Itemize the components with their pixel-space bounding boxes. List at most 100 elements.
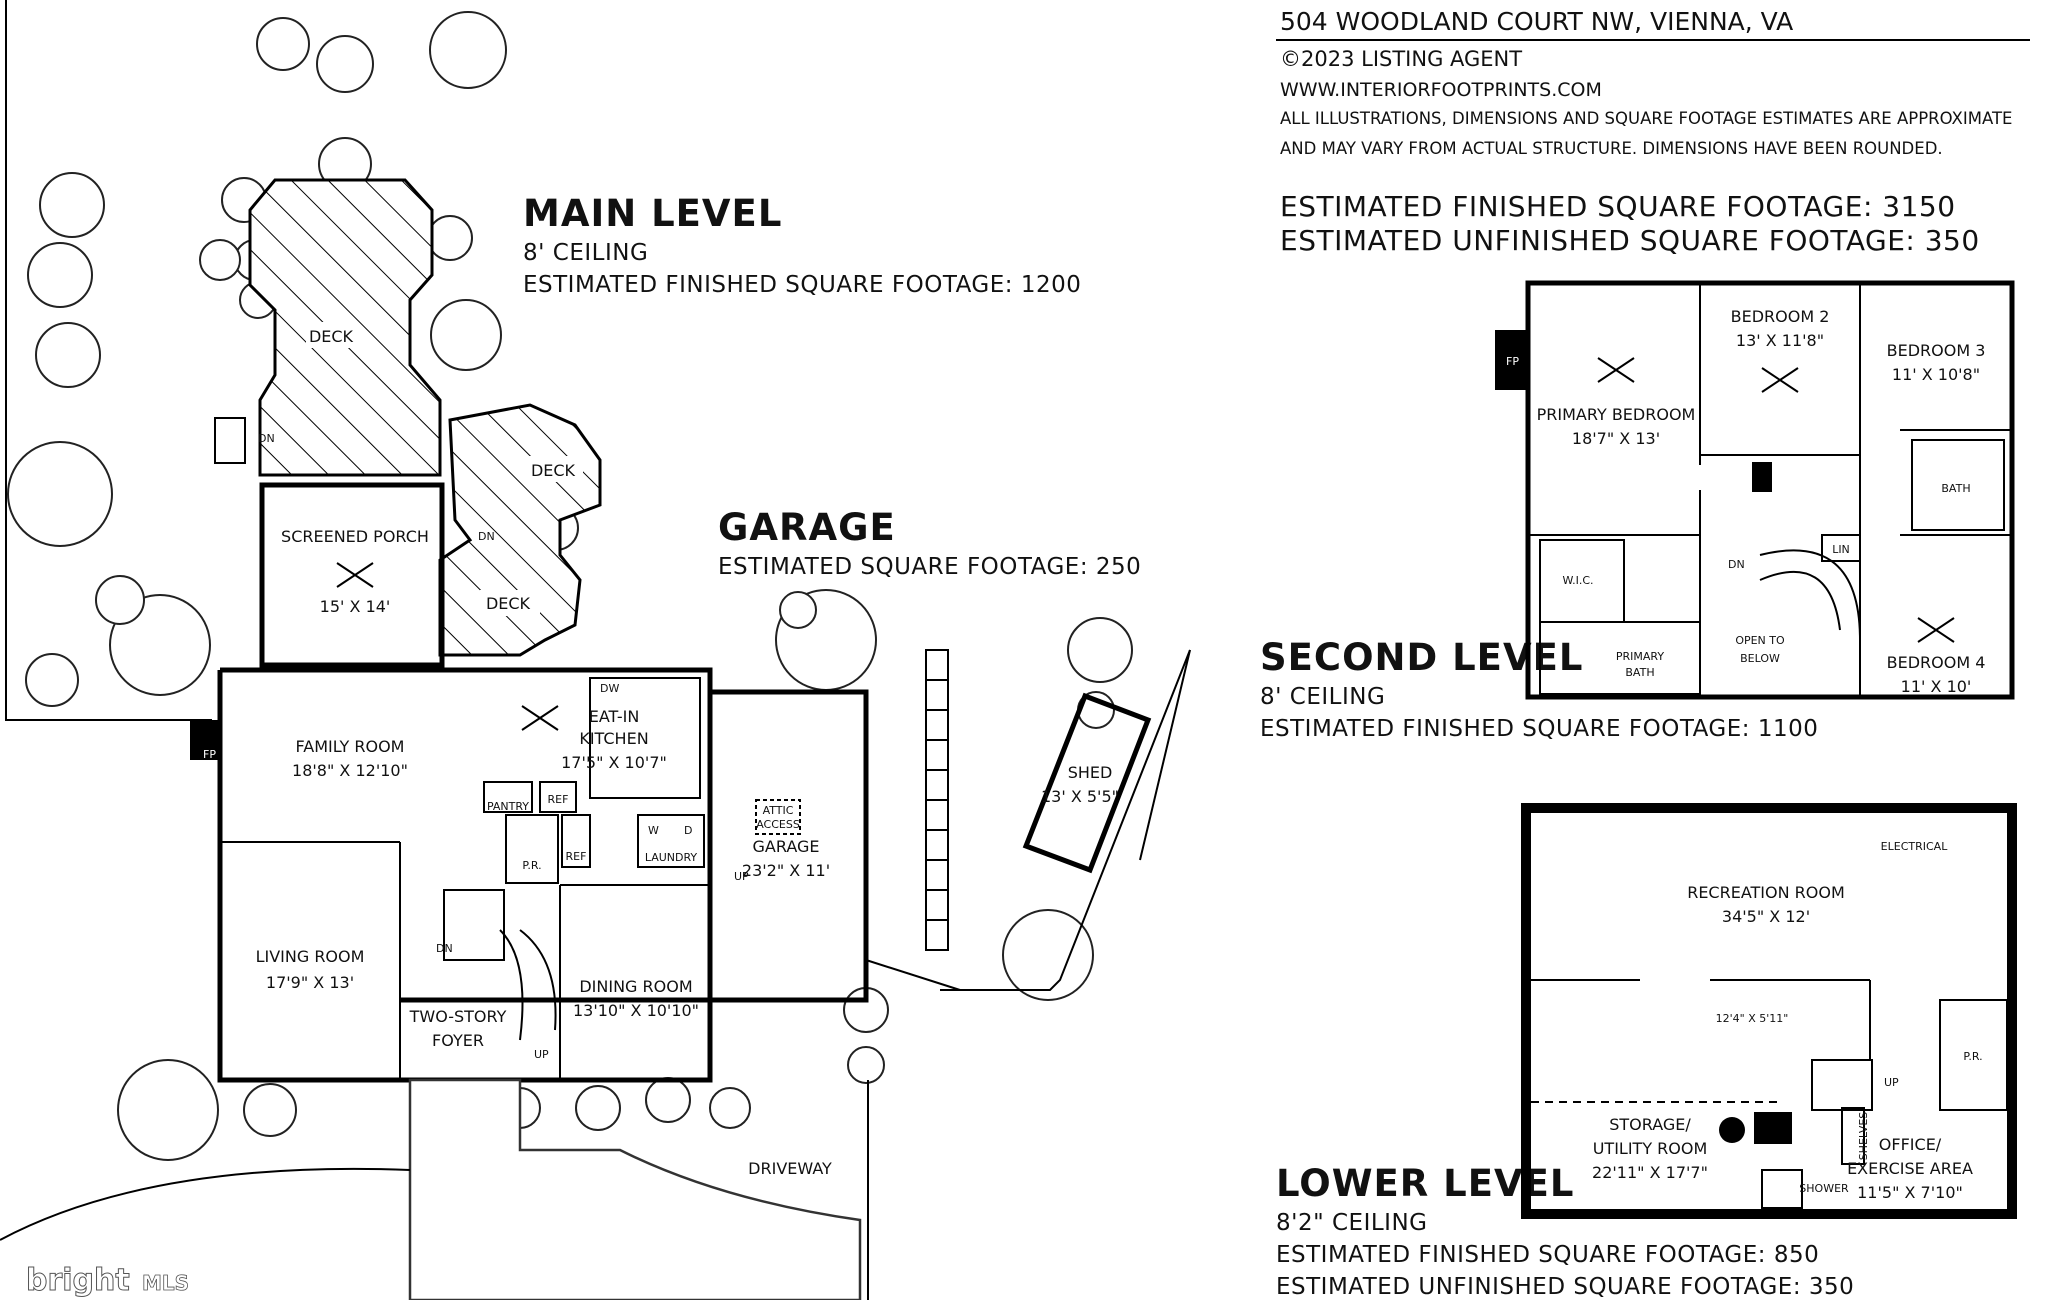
edge-line [1139, 649, 1191, 861]
header: 504 WOODLAND COURT NW, VIENNA, VA ©2023 … [1276, 7, 2030, 257]
low-deck-label: DECK [486, 594, 531, 613]
mid-deck-label: DECK [531, 461, 576, 480]
lower-level-ceiling: 8'2" CEILING [1276, 1210, 1427, 1236]
ceiling-fan-icon [336, 562, 374, 588]
dining-room-dim: 13'10" X 10'10" [573, 1001, 699, 1020]
driveway-label: DRIVEWAY [748, 1159, 832, 1178]
closet-block [1752, 462, 1772, 492]
ref-label: REF [548, 793, 569, 806]
deck-stairs [214, 417, 246, 464]
kitchen-dim: 17'5" X 10'7" [561, 753, 667, 772]
shed [1022, 692, 1152, 874]
second-level-sqft: ESTIMATED FINISHED SQUARE FOOTAGE: 1100 [1260, 716, 1818, 742]
walkway-curve [0, 1167, 411, 1241]
second-level-title: SECOND LEVEL [1260, 636, 1583, 679]
main-level: MAIN LEVEL 8' CEILING ESTIMATED FINISHED… [0, 178, 1081, 1300]
stair-curve [1759, 570, 1841, 631]
second-level: SECOND LEVEL 8' CEILING ESTIMATED FINISH… [1260, 280, 2015, 742]
shelves-label: SHELVES [1857, 1112, 1870, 1161]
foyer-label-1: TWO-STORY [409, 1007, 507, 1026]
lower-stairs [1811, 1059, 1873, 1111]
wic-label: W.I.C. [1562, 574, 1593, 587]
dishwasher-label: DW [600, 682, 619, 695]
bath-label: BATH [1941, 482, 1970, 495]
attic-label-1: ATTIC [763, 804, 794, 817]
ceiling-fan-icon [1761, 367, 1799, 393]
bedroom3-dim: 11' X 10'8" [1892, 365, 1980, 384]
bedroom4-label: BEDROOM 4 [1887, 653, 1986, 672]
watermark-brand: bright [26, 1263, 130, 1298]
garage-walls [710, 689, 869, 1003]
living-room-dim: 17'9" X 13' [266, 973, 354, 992]
total-finished-sqft: ESTIMATED FINISHED SQUARE FOOTAGE: 3150 [1280, 190, 1956, 223]
side-deck-dn-label: DN [478, 530, 495, 543]
primary-bath [1539, 621, 1701, 695]
attic-access-box [755, 799, 801, 835]
screened-porch-dim: 15' X 14' [320, 597, 391, 616]
primary-bedroom-label: PRIMARY BEDROOM [1537, 405, 1696, 424]
washer-label: W [648, 824, 659, 837]
kitchen-counter [589, 677, 701, 799]
lower-level-sqft-unfinished: ESTIMATED UNFINISHED SQUARE FOOTAGE: 350 [1276, 1274, 1854, 1300]
address-text: 504 WOODLAND COURT NW, VIENNA, VA [1280, 7, 1793, 36]
lower-powder-room [1939, 999, 2008, 1111]
curved-stair [519, 929, 557, 1031]
garage-door [865, 959, 961, 991]
pantry-box [483, 781, 533, 813]
primary-bath-label-1: PRIMARY [1616, 650, 1664, 663]
second-level-outline [1525, 280, 2015, 700]
family-room-dim: 18'8" X 12'10" [292, 761, 408, 780]
ceiling-fan-icon [1917, 617, 1955, 643]
storage-label-2: UTILITY ROOM [1593, 1139, 1708, 1158]
storage-label-1: STORAGE/ [1609, 1115, 1691, 1134]
shelves-box [1841, 1107, 1865, 1165]
office-dim: 11'5" X 7'10" [1857, 1183, 1963, 1202]
storage-dim: 22'11" X 17'7" [1592, 1163, 1708, 1182]
main-level-title: MAIN LEVEL [523, 192, 782, 235]
shower-label: SHOWER [1799, 1182, 1849, 1195]
dryer-label: D [684, 824, 692, 837]
bedroom2-dim: 13' X 11'8" [1736, 331, 1824, 350]
lower-level-outline [1521, 803, 2017, 1219]
bedroom4-dim: 11' X 10' [1901, 677, 1972, 696]
watermark-mls: MLS [142, 1271, 189, 1295]
website-text: WWW.INTERIORFOOTPRINTS.COM [1280, 79, 1602, 101]
garage-label: GARAGE [753, 837, 820, 856]
pantry-label: PANTRY [487, 800, 529, 813]
shower-box [1761, 1169, 1803, 1209]
garage: GARAGE ESTIMATED SQUARE FOOTAGE: 250 ATT… [710, 506, 1152, 1003]
basement-stairs [443, 889, 505, 961]
second-dn-label: DN [1728, 558, 1745, 571]
family-room-label: FAMILY ROOM [296, 737, 405, 756]
total-unfinished-sqft: ESTIMATED UNFINISHED SQUARE FOOTAGE: 350 [1280, 224, 1980, 257]
powder-room [505, 814, 559, 884]
office-label-1: OFFICE/ [1879, 1135, 1942, 1154]
main-level-sqft: ESTIMATED FINISHED SQUARE FOOTAGE: 1200 [523, 272, 1081, 298]
water-heater-icon [1719, 1117, 1745, 1143]
lower-level-sqft-finished: ESTIMATED FINISHED SQUARE FOOTAGE: 850 [1276, 1242, 1819, 1268]
main-level-ceiling: 8' CEILING [523, 240, 648, 266]
path-line [940, 649, 1191, 991]
lower-level: LOWER LEVEL 8'2" CEILING ESTIMATED FINIS… [1276, 803, 2017, 1300]
foyer-dn-label: DN [436, 942, 453, 955]
alcove-dim: 12'4" X 5'11" [1716, 1012, 1789, 1025]
shed-label: SHED [1068, 763, 1113, 782]
second-fp-label: FP [1506, 355, 1519, 368]
fireplace-icon [1495, 330, 1528, 390]
garage-sqft: ESTIMATED SQUARE FOOTAGE: 250 [718, 554, 1141, 580]
lower-pr-label: P.R. [1963, 1050, 1982, 1063]
fence-line [5, 0, 212, 721]
recreation-dim: 34'5" X 12' [1722, 907, 1810, 926]
laundry-label: LAUNDRY [645, 851, 698, 864]
open-below-2: BELOW [1740, 652, 1780, 665]
front-walkway [408, 1078, 862, 1300]
ceiling-fan-icon [521, 705, 559, 731]
copyright-text: ©2023 LISTING AGENT [1280, 47, 1522, 71]
bedroom3-label: BEDROOM 3 [1887, 341, 1986, 360]
second-level-ceiling: 8' CEILING [1260, 684, 1385, 710]
open-below-1: OPEN TO [1735, 634, 1785, 647]
upper-deck-label: DECK [309, 327, 354, 346]
walkway-stones [925, 649, 949, 951]
laundry-room [637, 814, 705, 868]
